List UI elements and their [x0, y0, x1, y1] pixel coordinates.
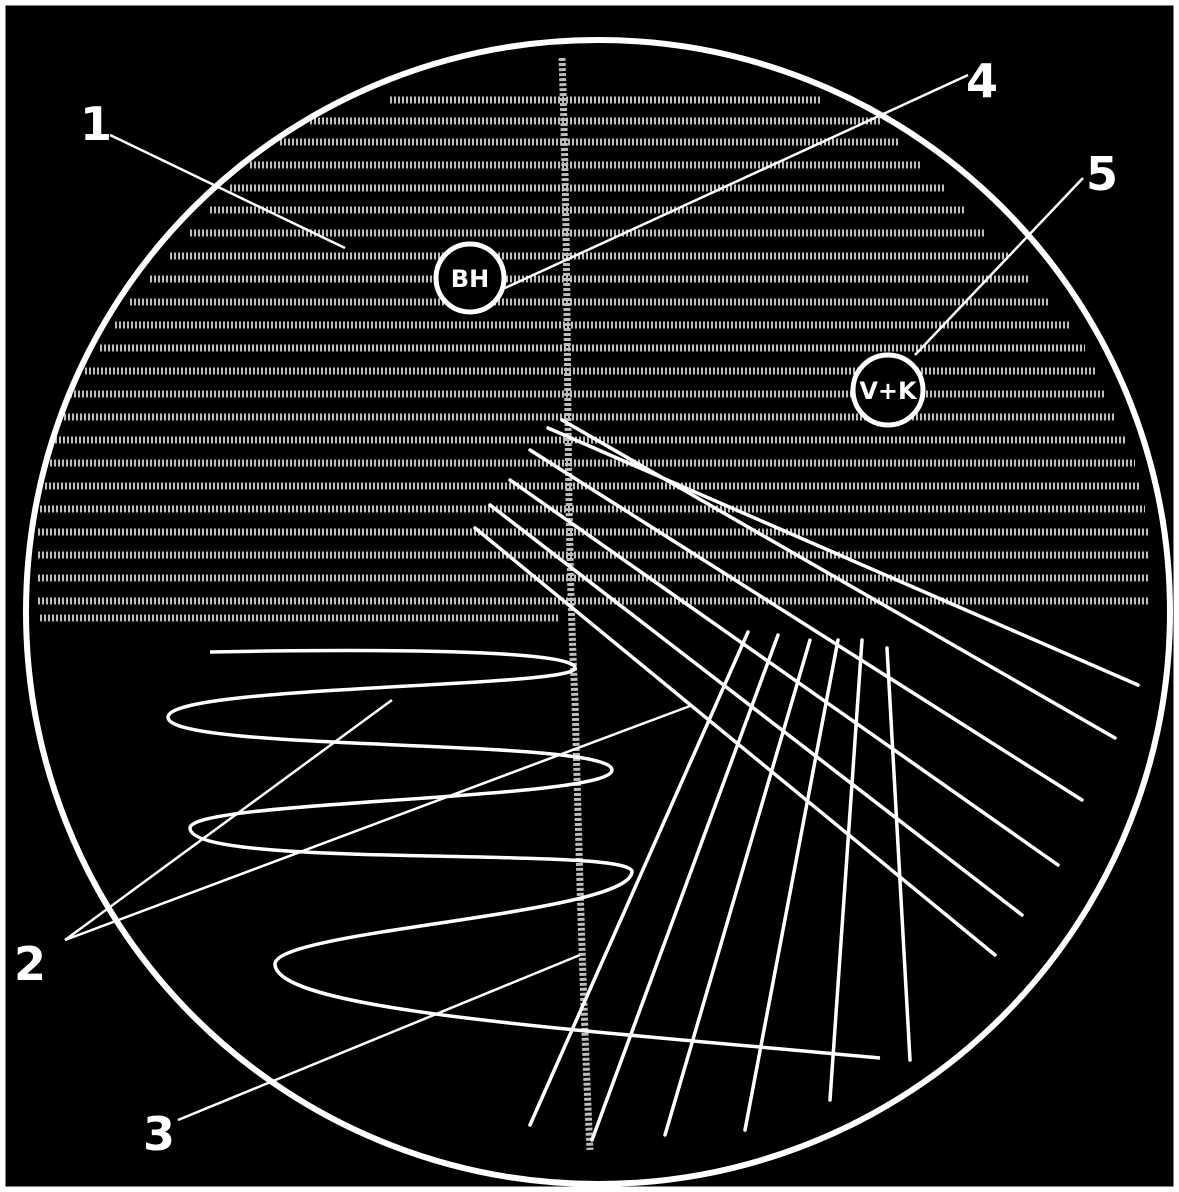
callout-4: 4: [966, 54, 998, 108]
disc-vk-label: V+K: [859, 377, 918, 405]
callout-3: 3: [143, 1107, 175, 1161]
disc-bh: BH: [436, 244, 504, 312]
callout-5: 5: [1086, 147, 1118, 201]
disc-vk: V+K: [853, 355, 923, 425]
callout-1: 1: [80, 97, 112, 151]
disc-bh-label: BH: [451, 265, 489, 293]
callout-2: 2: [14, 937, 46, 991]
